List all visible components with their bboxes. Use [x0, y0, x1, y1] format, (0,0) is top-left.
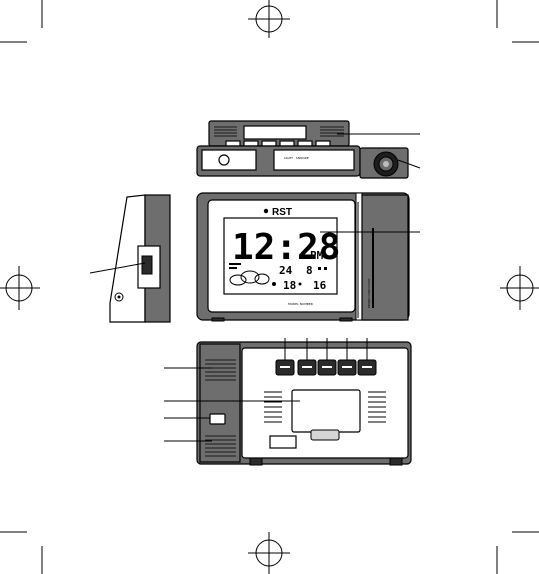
registration-mark-icon — [496, 531, 539, 574]
registration-mark-icon — [500, 266, 539, 310]
front-arm-vertical-text — [372, 228, 374, 308]
top-vent-left — [214, 126, 237, 137]
registration-mark-icon — [248, 0, 290, 38]
registration-mark-icon — [0, 531, 43, 574]
side-switch — [141, 255, 153, 275]
side-view — [89, 194, 171, 323]
lcd-indicators — [229, 263, 327, 286]
registration-mark-icon — [0, 0, 43, 43]
back-callouts — [164, 338, 368, 442]
lcd-ampm: PM — [310, 249, 324, 262]
back-vent-left — [264, 391, 282, 423]
back-ribbing-bottom — [205, 435, 236, 457]
registration-mark-icon — [0, 266, 40, 310]
battery-latch — [310, 429, 340, 441]
strip-panel-right — [273, 149, 355, 171]
lcd-time: 12:28 — [232, 227, 340, 268]
projector-lens-icon — [373, 151, 399, 177]
back-button-marks — [280, 366, 372, 368]
svg-text:LIGHT · SNOOZE: LIGHT · SNOOZE — [284, 156, 309, 160]
top-view — [208, 120, 420, 147]
back-vent-right — [368, 391, 386, 423]
top-window — [243, 125, 307, 140]
front-strip-view: LIGHT · SNOOZE — [196, 145, 421, 179]
battery-compartment — [291, 389, 361, 433]
front-projector-arm — [361, 194, 409, 321]
side-jack — [114, 292, 124, 302]
lcd-date-a: 24 — [279, 264, 293, 277]
top-vent-right — [320, 126, 344, 137]
back-focus-knob — [209, 413, 226, 425]
registration-mark-icon — [496, 0, 539, 43]
lcd-date-b: 8 — [306, 264, 313, 277]
brand-logo: RST — [272, 207, 292, 218]
back-view — [164, 338, 412, 466]
back-label — [269, 435, 297, 449]
front-divider — [355, 192, 363, 321]
callout-line — [397, 159, 421, 169]
lcd-temp-a: 18 — [283, 279, 296, 292]
back-ribbing-top — [205, 359, 236, 381]
registration-mark-icon — [248, 532, 290, 574]
svg-text:MODEL NUMBER: MODEL NUMBER — [288, 302, 313, 306]
side-housing — [109, 194, 146, 323]
lcd-screen — [223, 217, 338, 295]
lcd-temp-b: 16 — [313, 279, 327, 292]
svg-text:PROJECTION CLOCK: PROJECTION CLOCK — [367, 277, 371, 308]
strip-button-round — [218, 154, 230, 166]
callout-line — [89, 262, 146, 274]
front-view: RST 12:28 PM 24 8 18 16 MODEL NUMBER PRO… — [196, 192, 420, 322]
weather-cloud-icon — [229, 270, 270, 286]
